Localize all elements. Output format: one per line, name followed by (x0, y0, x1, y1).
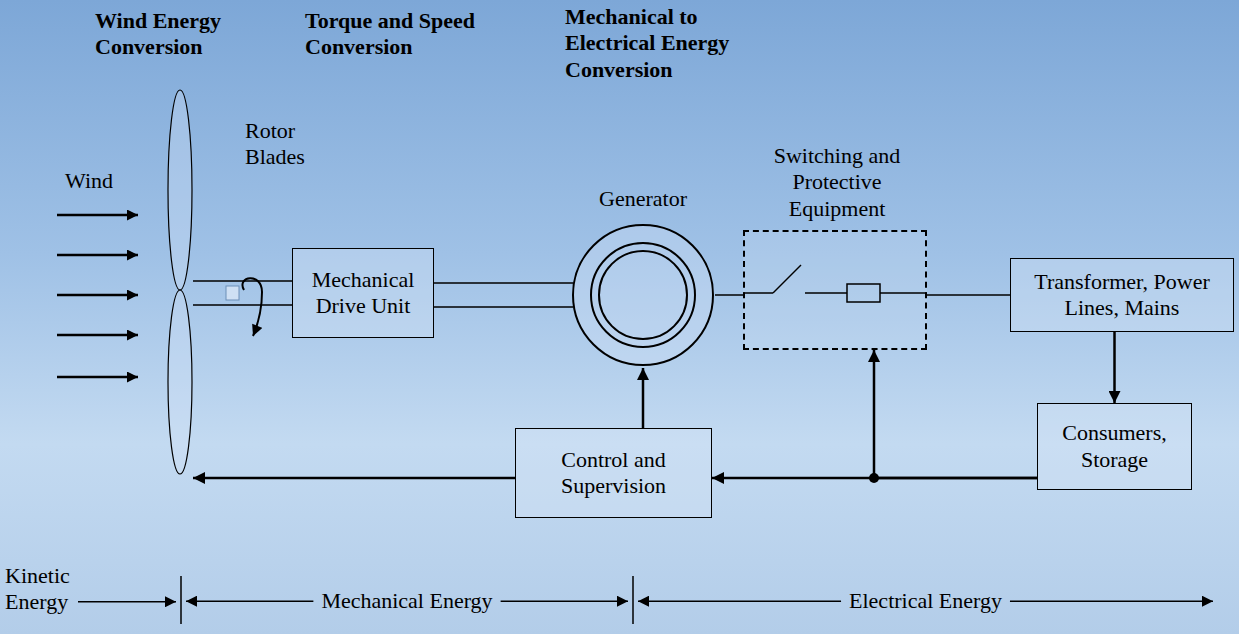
text-label: Wind (65, 168, 145, 194)
wind-arrows (57, 215, 138, 377)
span-holder: Mechanical Energy (181, 588, 633, 614)
connector (434, 283, 573, 307)
switch-fuse-symbol (743, 230, 927, 350)
node-heading: Switching and Protective Equipment (752, 143, 922, 222)
stage-heading: Torque and Speed Conversion (305, 8, 520, 61)
energy-span-label: Electrical Energy (849, 588, 1002, 614)
connector (193, 477, 515, 480)
switchgear-box: Switching and Protective Equipment (743, 230, 927, 350)
span-arrow (638, 600, 841, 602)
shaft-coupling (226, 286, 239, 300)
process-box: Mechanical Drive Unit (292, 248, 434, 338)
process-box: Control and Supervision (515, 428, 712, 518)
stage-heading: Wind Energy Conversion (95, 8, 270, 61)
junction-dot (869, 473, 879, 483)
connector (927, 294, 1010, 296)
generator-symbol (571, 222, 715, 368)
connector (1113, 332, 1116, 403)
node-heading: Rotor Blades (245, 118, 325, 171)
box-label: Mechanical Drive Unit (301, 267, 425, 320)
connector (715, 294, 743, 296)
connector (193, 281, 292, 305)
section-ticks (181, 576, 633, 624)
rotation-arrow (242, 278, 262, 336)
span-holder: Electrical Energy (633, 588, 1218, 614)
connector (874, 350, 1037, 478)
rotor-node: Rotor Blades (167, 88, 193, 475)
span-arrow (186, 600, 313, 602)
box-label: Control and Supervision (524, 447, 703, 500)
process-box: Consumers, Storage (1037, 403, 1192, 490)
connector (642, 368, 645, 428)
span-arrow (78, 601, 176, 603)
node-heading: Generator (573, 186, 713, 212)
stage-heading: Mechanical to Electrical Energy Conversi… (565, 4, 770, 83)
energy-span-label: Mechanical Energy (321, 588, 492, 614)
process-box: Transformer, Power Lines, Mains (1010, 258, 1234, 332)
rotor-blades (167, 88, 193, 475)
span-arrow (1010, 600, 1213, 602)
text-label: Kinetic Energy (5, 563, 85, 616)
generator-node: Generator (571, 222, 715, 368)
box-label: Transformer, Power Lines, Mains (1019, 269, 1225, 322)
span-arrow (501, 600, 628, 602)
box-label: Consumers, Storage (1046, 420, 1183, 473)
